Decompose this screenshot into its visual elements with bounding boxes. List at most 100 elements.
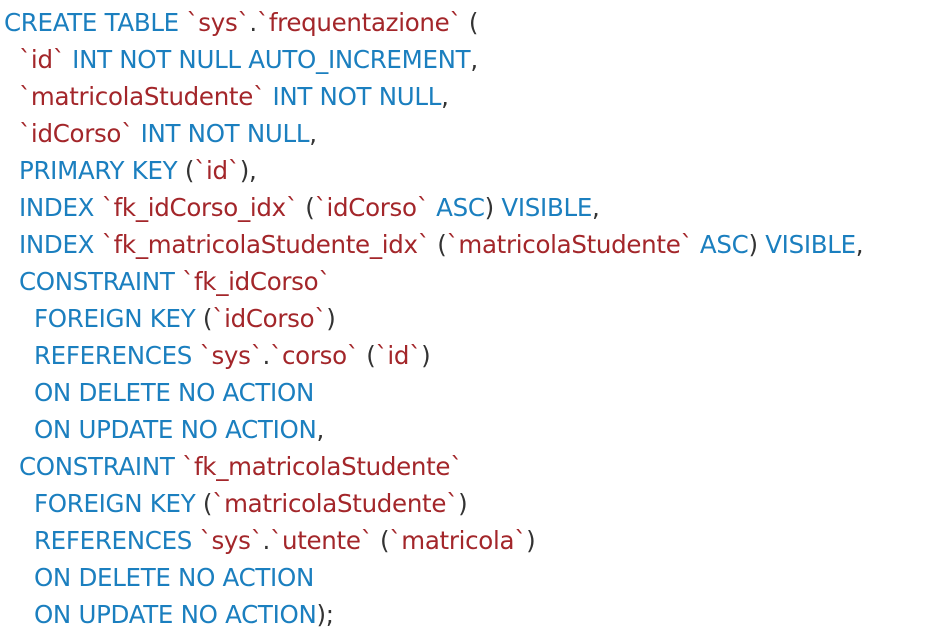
code-line: CONSTRAINT `fk_idCorso` bbox=[4, 263, 946, 300]
code-token-identifier: `idCorso` bbox=[212, 304, 327, 333]
code-token-punctuation: , bbox=[316, 415, 325, 444]
code-token-identifier: `fk_matricolaStudente_idx` bbox=[101, 230, 430, 259]
code-token-punctuation: ( bbox=[372, 526, 390, 555]
code-token-identifier: `id` bbox=[18, 45, 65, 74]
code-token-identifier: `frequentazione` bbox=[256, 8, 462, 37]
code-line: FOREIGN KEY (`matricolaStudente`) bbox=[4, 485, 946, 522]
code-line: CREATE TABLE `sys`.`frequentazione` ( bbox=[4, 4, 946, 41]
code-token-punctuation: , bbox=[470, 45, 478, 74]
code-token-punctuation: . bbox=[262, 341, 271, 370]
code-token-punctuation: , bbox=[855, 230, 864, 259]
code-token-punctuation bbox=[4, 119, 19, 148]
code-token-keyword: REFERENCES bbox=[33, 341, 200, 370]
code-token-punctuation bbox=[4, 82, 19, 111]
code-line: ON DELETE NO ACTION bbox=[4, 374, 946, 411]
code-token-identifier: `matricolaStudente` bbox=[446, 230, 693, 259]
code-token-punctuation bbox=[4, 341, 34, 370]
code-token-punctuation: ); bbox=[316, 600, 335, 629]
code-token-punctuation: ( bbox=[429, 230, 447, 259]
code-token-punctuation: . bbox=[249, 8, 257, 37]
code-token-identifier: `id` bbox=[375, 341, 422, 370]
code-token-punctuation bbox=[4, 452, 19, 481]
code-token-punctuation bbox=[4, 378, 34, 407]
code-token-keyword: CONSTRAINT bbox=[18, 267, 183, 296]
code-token-punctuation: ( bbox=[202, 304, 213, 333]
code-token-keyword: ASC bbox=[692, 230, 749, 259]
code-token-punctuation bbox=[4, 304, 34, 333]
code-token-punctuation bbox=[4, 193, 19, 222]
code-line: REFERENCES `sys`.`utente` (`matricola`) bbox=[4, 522, 946, 559]
code-token-punctuation bbox=[4, 415, 34, 444]
code-token-identifier: `matricolaStudente` bbox=[18, 82, 265, 111]
code-token-keyword: ON UPDATE NO ACTION bbox=[33, 415, 317, 444]
code-token-keyword: CONSTRAINT bbox=[18, 452, 183, 481]
code-token-identifier: `fk_matricolaStudente` bbox=[182, 452, 463, 481]
code-token-keyword: VISIBLE bbox=[501, 193, 593, 222]
code-token-identifier: `matricolaStudente` bbox=[212, 489, 459, 518]
code-line: CONSTRAINT `fk_matricolaStudente` bbox=[4, 448, 946, 485]
code-line: ON UPDATE NO ACTION, bbox=[4, 411, 946, 448]
code-line: ON UPDATE NO ACTION); bbox=[4, 596, 946, 633]
code-token-punctuation bbox=[4, 600, 34, 629]
code-line: PRIMARY KEY (`id`), bbox=[4, 152, 946, 189]
code-token-identifier: `fk_idCorso` bbox=[182, 267, 331, 296]
code-token-punctuation: . bbox=[262, 526, 271, 555]
code-line: `idCorso` INT NOT NULL, bbox=[4, 115, 946, 152]
code-line: INDEX `fk_matricolaStudente_idx` (`matri… bbox=[4, 226, 946, 263]
code-token-keyword: REFERENCES bbox=[33, 526, 200, 555]
code-token-keyword: ASC bbox=[428, 193, 485, 222]
code-token-keyword: FOREIGN KEY bbox=[33, 489, 203, 518]
code-token-punctuation bbox=[4, 489, 34, 518]
code-token-keyword: FOREIGN KEY bbox=[33, 304, 203, 333]
code-token-keyword: ON UPDATE NO ACTION bbox=[33, 600, 317, 629]
code-token-punctuation: ) bbox=[326, 304, 336, 333]
code-token-punctuation: ) bbox=[458, 489, 468, 518]
code-token-identifier: `idCorso` bbox=[18, 119, 134, 148]
code-token-identifier: `sys` bbox=[186, 8, 250, 37]
code-token-identifier: `matricola` bbox=[389, 526, 527, 555]
code-token-keyword: PRIMARY KEY bbox=[18, 156, 185, 185]
code-token-punctuation: ( bbox=[358, 341, 376, 370]
code-token-identifier: `sys` bbox=[199, 341, 263, 370]
code-token-punctuation: , bbox=[592, 193, 600, 222]
code-token-punctuation bbox=[4, 45, 19, 74]
code-token-punctuation: ), bbox=[239, 156, 257, 185]
code-line: REFERENCES `sys`.`corso` (`id`) bbox=[4, 337, 946, 374]
code-line: FOREIGN KEY (`idCorso`) bbox=[4, 300, 946, 337]
code-token-punctuation bbox=[4, 563, 34, 592]
code-token-punctuation bbox=[4, 526, 34, 555]
code-token-punctuation bbox=[4, 156, 19, 185]
code-token-keyword: INT NOT NULL bbox=[264, 82, 442, 111]
code-token-identifier: `fk_idCorso_idx` bbox=[101, 193, 298, 222]
code-token-punctuation: , bbox=[309, 119, 317, 148]
code-token-punctuation bbox=[4, 230, 19, 259]
code-token-keyword: CREATE TABLE bbox=[4, 8, 187, 37]
code-line: `matricolaStudente` INT NOT NULL, bbox=[4, 78, 946, 115]
code-token-keyword: ON DELETE NO ACTION bbox=[33, 563, 314, 592]
code-line: `id` INT NOT NULL AUTO_INCREMENT, bbox=[4, 41, 946, 78]
code-token-keyword: INT NOT NULL AUTO_INCREMENT bbox=[64, 45, 471, 74]
code-token-identifier: `id` bbox=[194, 156, 240, 185]
code-token-keyword: INDEX bbox=[18, 230, 102, 259]
code-token-punctuation: ) bbox=[526, 526, 536, 555]
code-token-identifier: `corso` bbox=[270, 341, 359, 370]
code-token-punctuation: , bbox=[441, 82, 449, 111]
code-token-punctuation: ) bbox=[484, 193, 502, 222]
code-token-punctuation bbox=[4, 267, 19, 296]
code-token-keyword: INDEX bbox=[18, 193, 102, 222]
code-token-punctuation: ( bbox=[461, 8, 479, 37]
code-token-keyword: INT NOT NULL bbox=[133, 119, 310, 148]
code-token-keyword: ON DELETE NO ACTION bbox=[33, 378, 314, 407]
code-token-punctuation: ) bbox=[421, 341, 431, 370]
code-token-identifier: `utente` bbox=[270, 526, 373, 555]
code-line: INDEX `fk_idCorso_idx` (`idCorso` ASC) V… bbox=[4, 189, 946, 226]
code-token-keyword: VISIBLE bbox=[765, 230, 856, 259]
code-token-punctuation: ( bbox=[202, 489, 213, 518]
code-line: ON DELETE NO ACTION bbox=[4, 559, 946, 596]
code-token-punctuation: ( bbox=[184, 156, 195, 185]
code-token-punctuation: ( bbox=[297, 193, 315, 222]
code-token-identifier: `idCorso` bbox=[314, 193, 429, 222]
code-token-identifier: `sys` bbox=[199, 526, 263, 555]
code-token-punctuation: ) bbox=[748, 230, 766, 259]
